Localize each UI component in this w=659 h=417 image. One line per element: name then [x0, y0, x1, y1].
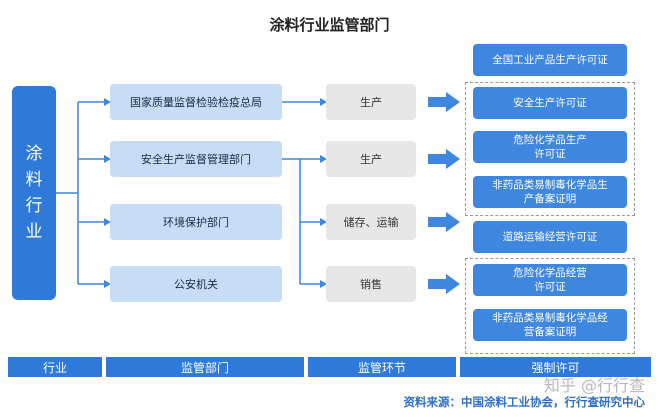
dept-public-security: 公安机关 — [110, 266, 282, 302]
stage-storage-transport: 储存、运输 — [326, 204, 416, 240]
permit-hazchem-operation: 危险化学品经营 许可证 — [473, 264, 627, 296]
watermark: 知乎 @行行查 — [543, 376, 645, 395]
dept-quality-inspection: 国家质量监督检验检疫总局 — [110, 84, 282, 120]
footer-stages: 监管环节 — [308, 357, 456, 377]
stage-production-2: 生产 — [326, 141, 416, 177]
source-note: 资料来源：中国涂料工业协会，行行查研究中心 — [403, 395, 646, 409]
permit-group-sales — [465, 258, 635, 354]
permit-precursor-operation-filing: 非药品类易制毒化学品经 营备案证明 — [473, 309, 627, 341]
permit-precursor-production-filing: 非药品类易制毒化学品生 产备案证明 — [473, 176, 627, 208]
footer-permits: 强制许可 — [460, 357, 651, 377]
permit-work-safety: 安全生产许可证 — [473, 87, 627, 119]
permit-road-transport: 道路运输经营许可证 — [473, 221, 627, 253]
stage-sales: 销售 — [326, 266, 416, 302]
dept-environment: 环境保护部门 — [110, 204, 282, 240]
industry-box: 涂料行业 — [12, 86, 56, 300]
permit-industrial-production: 全国工业产品生产许可证 — [473, 44, 627, 76]
footer-departments: 监管部门 — [106, 357, 304, 377]
footer-industry: 行业 — [8, 357, 102, 377]
diagram-title: 涂料行业监管部门 — [269, 16, 390, 34]
permit-hazchem-production: 危险化学品生产 许可证 — [473, 131, 627, 163]
dept-work-safety: 安全生产监督管理部门 — [110, 141, 282, 177]
permit-group-production — [465, 82, 635, 216]
stage-production-1: 生产 — [326, 84, 416, 120]
